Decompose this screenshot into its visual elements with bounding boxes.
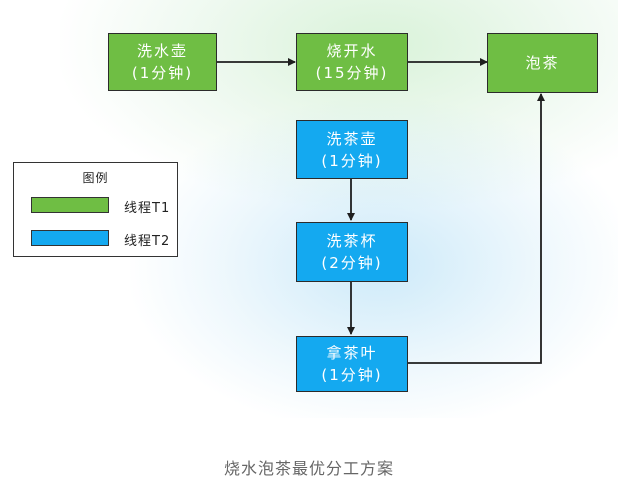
edge-layer [217, 58, 545, 364]
edge-get-tea-to-make-tea [408, 93, 545, 364]
legend-title: 图例 [82, 171, 109, 185]
node-get-tea: 拿茶叶 (1分钟) [296, 336, 408, 392]
figure-caption: 烧水泡茶最优分工方案 [223, 459, 394, 478]
diagram-canvas: 洗水壶 (1分钟) 烧开水 (15分钟) 泡茶 洗茶壶 (1分钟) 洗茶杯 (2… [13, 0, 618, 418]
node-wash-teapot: 洗茶壶 (1分钟) [296, 120, 408, 179]
node-make-tea: 泡茶 [487, 33, 598, 93]
node-boil-water-duration: (15分钟) [315, 64, 389, 82]
node-wash-teapot-title: 洗茶壶 [326, 129, 378, 148]
legend-label-thread-t1: 线程T1 [124, 201, 171, 216]
legend-label-thread-t2: 线程T2 [124, 234, 171, 249]
node-wash-cups: 洗茶杯 (2分钟) [296, 222, 408, 282]
node-wash-cups-title: 洗茶杯 [326, 232, 378, 250]
node-wash-kettle: 洗水壶 (1分钟) [108, 33, 217, 91]
node-boil-water-title: 烧开水 [326, 42, 378, 60]
node-boil-water: 烧开水 (15分钟) [296, 33, 408, 91]
node-wash-kettle-duration: (1分钟) [131, 64, 194, 82]
node-wash-teapot-duration: (1分钟) [321, 151, 383, 170]
legend-swatch-thread-t1 [31, 197, 109, 213]
node-get-tea-duration: (1分钟) [321, 366, 383, 384]
legend-box: 图例 线程T1 线程T2 [13, 162, 178, 257]
node-make-tea-title: 泡茶 [525, 54, 560, 72]
node-get-tea-title: 拿茶叶 [326, 344, 378, 362]
node-wash-cups-duration: (2分钟) [321, 254, 383, 272]
node-wash-kettle-title: 洗水壶 [136, 42, 188, 60]
legend-swatch-thread-t2 [31, 230, 109, 246]
